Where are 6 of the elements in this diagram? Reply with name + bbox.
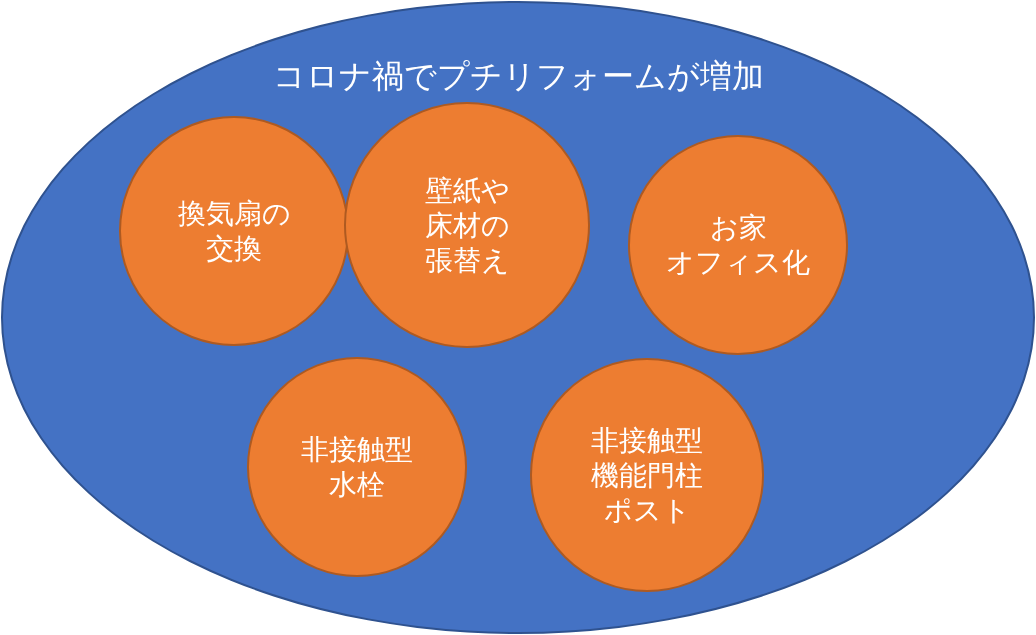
circle-label: 壁紙や床材の張替え <box>424 172 510 278</box>
title: コロナ禍でプチリフォームが増加 <box>272 56 764 96</box>
circle-label: 換気扇の交換 <box>177 196 291 266</box>
circle-label: お家オフィス化 <box>666 210 810 280</box>
circle-label: 非接触型水栓 <box>301 432 413 502</box>
circle-label: 非接触型機能門柱ポスト <box>591 422 703 528</box>
